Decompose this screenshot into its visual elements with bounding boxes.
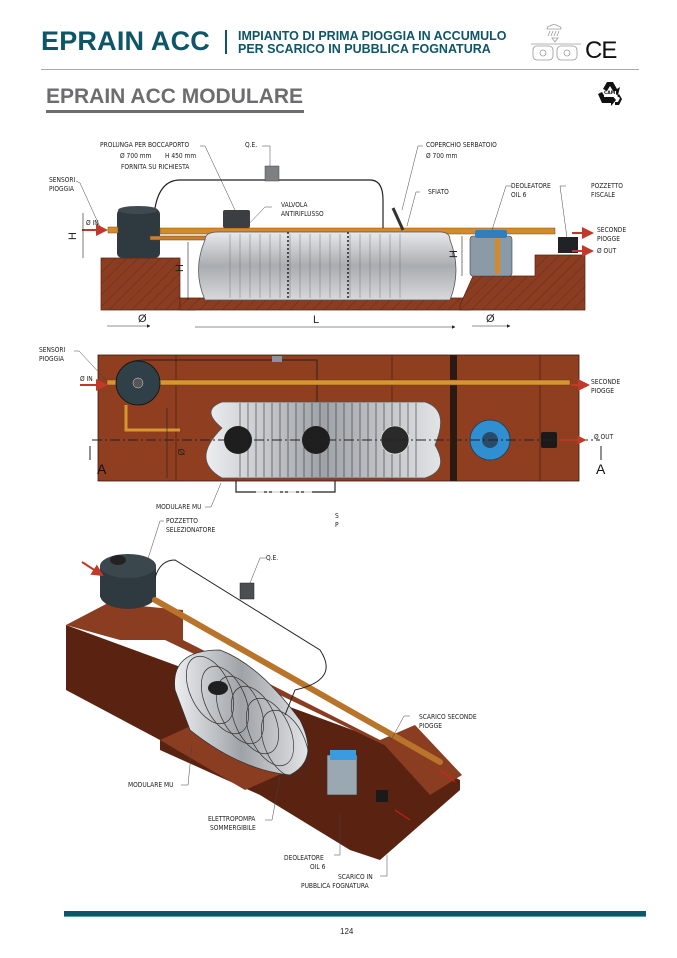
title-separator [225,30,227,54]
plan-label-out: Ø OUT [594,433,614,441]
iso-bypass-pipe [152,597,443,765]
iso-cable [154,559,327,716]
header-divider [41,69,639,70]
manhole-extension [223,210,250,228]
ce-mark-icon: CE [585,37,617,64]
iso-label-scarico-seconde-line1: SCARICO SECONDE [419,713,477,721]
label-prolunga-dia: Ø 700 mm [120,152,152,160]
label-prolunga-line1: PROLUNGA PER BOCCAPORTO [100,141,190,149]
label-sfiato: SFIATO [428,188,449,196]
label-coperchio-dia: Ø 700 mm [426,152,458,160]
inlet-pipe [107,226,119,234]
label-valvola-line1: VALVOLA [281,201,308,209]
page-number: 124 [340,927,354,936]
label-sensori-line1: SENSORI [49,176,76,184]
iso-label-qe: Q.E. [266,554,279,562]
plan-label-seconde-line1: SECONDE [591,378,621,386]
footer-bar [64,911,646,917]
plan-label-sensori-line2: PIOGGIA [39,355,64,363]
plan-label-s: S [335,512,339,520]
brand-title: EPRAIN ACC [41,26,211,56]
plan-dim-dia: Ø [176,448,187,456]
iso-label-scarico-in-line1: SCARICO IN [338,873,373,881]
label-prolunga-line3: FORNITA SU RICHIESTA [121,163,190,171]
control-cable [154,179,384,228]
label-pozzetto-line1: POZZETTO [591,182,623,190]
plan-view-drawing [74,350,602,508]
dim-dia-right: Ø [486,313,495,325]
subtitle: IMPIANTO DI PRIMA PIOGGIA IN ACCUMULO PE… [238,30,507,55]
label-coperchio-line1: COPERCHIO SERBATOIO [426,141,497,149]
control-panel-qe [264,165,280,182]
section-marker-a-right: A [596,461,606,477]
label-deoleatore-line1: DEOLEATORE [511,182,551,190]
iso-inlet-arrow [81,561,104,577]
modular-tank [198,231,457,301]
iso-label-pozzetto-line2: SELEZIONATORE [166,526,216,534]
label-qe: Q.E. [245,141,258,149]
label-valvola-line2: ANTIRIFLUSSO [281,210,324,218]
side-view-drawing [75,145,594,329]
iso-tank-body [174,649,309,776]
iso-label-pozzetto-line1: POZZETTO [166,517,198,525]
recycle-cam-icon: CAM [595,80,625,108]
label-out: Ø OUT [597,247,617,255]
iso-oil-separator [326,754,358,796]
dim-h-separator: H [447,250,460,258]
plan-qe [272,356,282,362]
fiscal-well [558,237,578,253]
dim-h-inlet: H [66,232,79,240]
cam-label: CAM [604,91,616,96]
subtitle-line-1: IMPIANTO DI PRIMA PIOGGIA IN ACCUMULO [238,29,507,43]
plan-bypass-pipe [106,379,571,386]
plan-label-p: P [335,521,339,529]
section-title-underline [46,110,304,113]
selector-well [117,209,160,258]
iso-label-deoleatore-line1: DEOLEATORE [284,854,324,862]
dim-dia-left: Ø [138,313,147,325]
rainwater-tank-icon [528,22,584,66]
label-pozzetto-line2: FISCALE [591,191,616,199]
label-in: Ø IN [86,219,99,227]
iso-label-modulare: MODULARE MU [128,781,174,789]
iso-soil-top [66,603,460,780]
plan-label-seconde-line2: PIOGGE [591,387,614,395]
dim-length: L [313,314,320,326]
iso-label-elettropompa-line1: ELETTROPOMPA [208,815,256,823]
plan-label-in: Ø IN [80,375,93,383]
iso-label-deoleatore-line2: OIL 6 [310,863,326,871]
iso-label-scarico-seconde-line2: PIOGGE [419,722,442,730]
dim-h-tank: H [173,264,186,272]
label-seconde-line2: PIOGGE [597,235,620,243]
label-seconde-line1: SECONDE [597,226,627,234]
oil-separator [469,235,513,277]
iso-label-scarico-in-line2: PUBBLICA FOGNATURA [301,882,369,890]
section-marker-a-left: A [97,461,107,477]
subtitle-line-2: PER SCARICO IN PUBBLICA FOGNATURA [238,41,491,56]
label-deoleatore-line2: OIL 6 [511,191,527,199]
vent-pipe [391,207,405,231]
plan-label-sensori-line1: SENSORI [39,346,66,354]
iso-label-elettropompa-line2: SOMMERGIBILE [210,824,256,832]
isometric-view-drawing [66,520,462,877]
label-prolunga-h: H 450 mm [165,152,197,160]
label-sensori-line2: PIOGGIA [49,185,74,193]
section-title: EPRAIN ACC MODULARE [46,85,304,108]
iso-qe [239,582,255,600]
plan-label-modulare: MODULARE MU [156,503,202,511]
